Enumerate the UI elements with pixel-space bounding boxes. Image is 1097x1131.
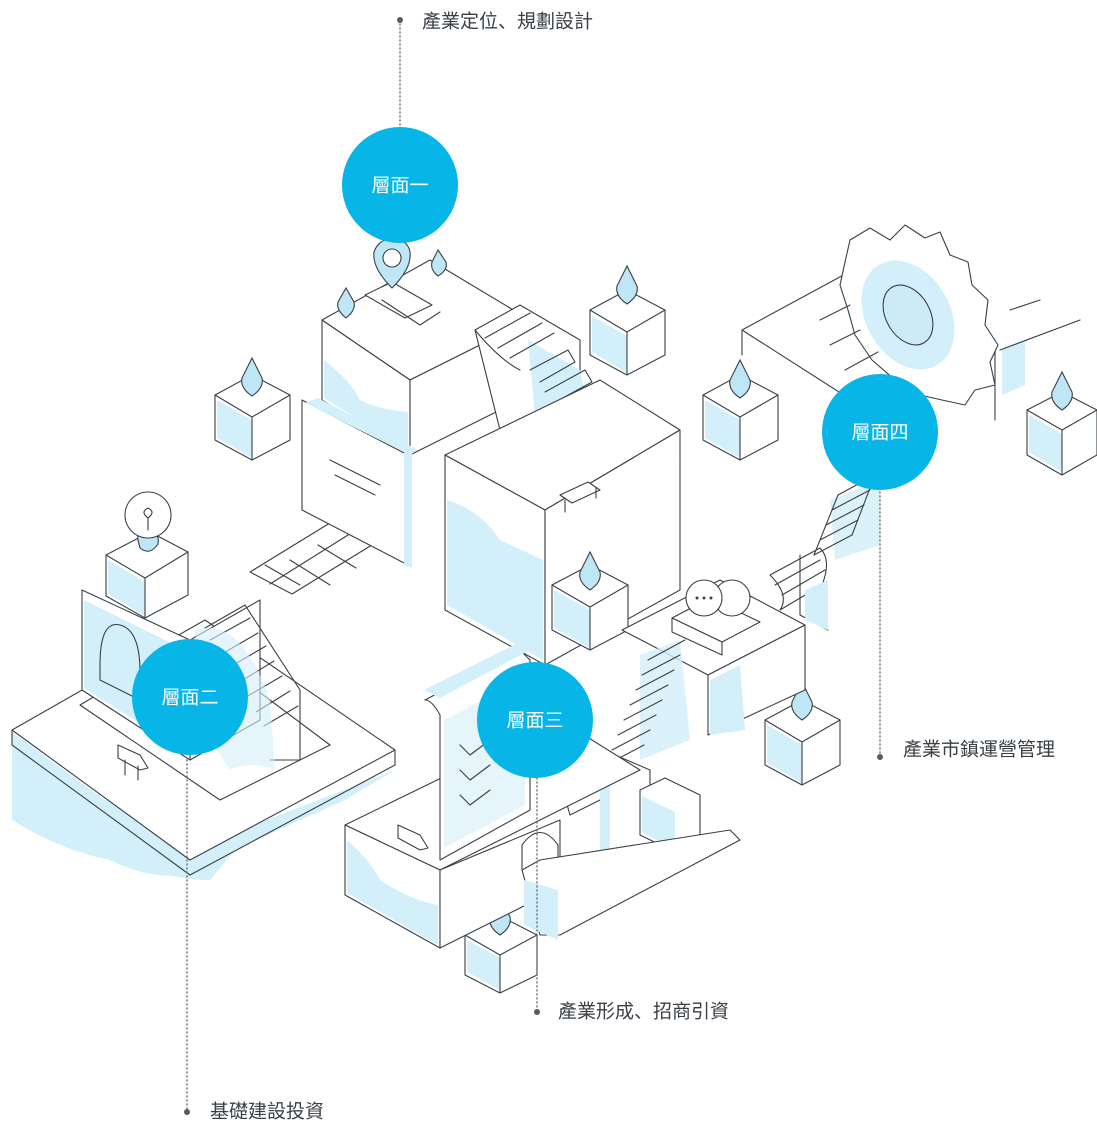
- center-block: [444, 379, 681, 666]
- leader-lines: [184, 17, 883, 1115]
- annotation-level-2: 基礎建設投資: [210, 1101, 324, 1123]
- badge-level-1-text: 層面一: [371, 175, 428, 197]
- badge-level-4[interactable]: 層面四: [822, 374, 938, 490]
- badge-level-2[interactable]: 層面二: [132, 639, 248, 755]
- drop-pillar-7: [1026, 370, 1097, 476]
- drop-pillar-5: [764, 680, 841, 786]
- door-panel: [301, 398, 418, 568]
- badge-level-4-text: 層面四: [851, 422, 908, 444]
- badge-level-3-text: 層面三: [506, 710, 563, 732]
- badge-level-2-text: 層面二: [161, 687, 218, 709]
- stairs-center: [559, 639, 701, 855]
- badge-level-1[interactable]: 層面一: [342, 127, 458, 243]
- drop-pillar-4: [551, 550, 629, 651]
- stairs-right: [769, 474, 880, 631]
- drop-pillar-1: [214, 356, 291, 461]
- drop-pillar-2: [589, 264, 666, 376]
- annotation-level-1: 產業定位、規劃設計: [422, 11, 593, 33]
- badge-level-3[interactable]: 層面三: [477, 662, 593, 778]
- drop-pillar-3: [702, 358, 779, 461]
- platform-level-4: [741, 224, 1081, 451]
- annotation-level-4: 產業市鎮運營管理: [903, 739, 1055, 761]
- annotation-level-3: 產業形成、招商引資: [558, 1001, 729, 1023]
